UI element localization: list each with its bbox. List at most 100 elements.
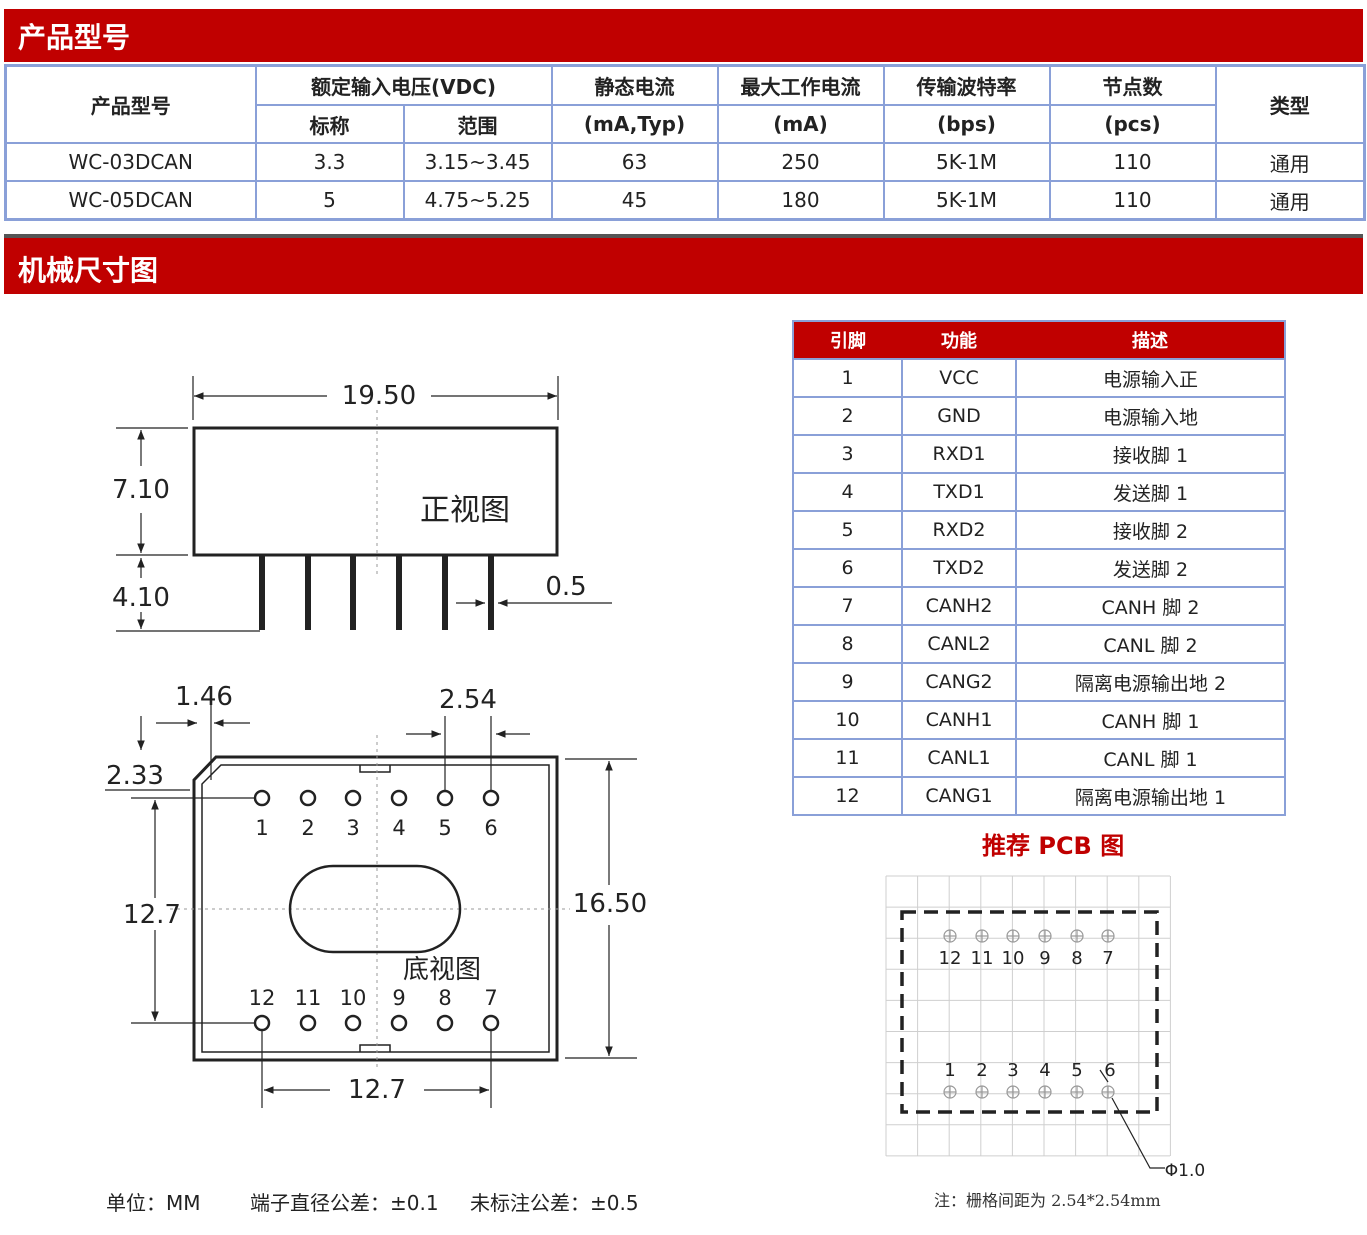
pcb-title: 推荐 PCB 图	[982, 832, 1125, 860]
cell-pin: 11	[792, 738, 903, 778]
header-nominal: 标称	[254, 104, 405, 144]
cell-nominal: 5	[254, 180, 405, 221]
pin-label: 4	[392, 816, 405, 840]
section-header-mechanical: 机械尺寸图	[4, 234, 1363, 294]
cell-func: CANH2	[901, 586, 1017, 626]
cell-desc: 发送脚 2	[1015, 548, 1286, 588]
dim-pitch: 2.54	[439, 685, 497, 715]
bottom-window	[288, 864, 462, 954]
dim-edge: 1.46	[175, 682, 233, 712]
header-input-voltage: 额定输入电压(VDC)	[254, 64, 553, 106]
cell-baud: 5K-1M	[882, 180, 1051, 221]
pcb-pin-label: 8	[1071, 948, 1082, 969]
cell-model: WC-03DCAN	[4, 142, 257, 182]
pin-label: 10	[340, 986, 367, 1010]
cell-pin: 9	[792, 662, 903, 702]
cell-pin: 5	[792, 510, 903, 550]
pcb-pin-label: 4	[1039, 1060, 1050, 1081]
cell-static: 45	[550, 180, 719, 221]
pcb-pin-label: 11	[971, 948, 994, 969]
dim-span: 12.7	[348, 1075, 406, 1105]
pin-label: 8	[438, 986, 451, 1010]
dimension-drawing: 19.50 7.10 4.10 0.5 正视图 1.46 2.54 2.33 1…	[105, 376, 647, 1108]
cell-func: TXD1	[901, 472, 1017, 512]
cell-baud: 5K-1M	[882, 142, 1051, 182]
cell-desc: 电源输入正	[1015, 358, 1286, 398]
cell-func: RXD2	[901, 510, 1017, 550]
pin-label: 3	[346, 816, 359, 840]
section-header-product: 产品型号	[4, 9, 1363, 62]
pcb-pin-label: 9	[1039, 948, 1050, 969]
cell-desc: CANL 脚 2	[1015, 624, 1286, 664]
pcb-pin-label: 5	[1071, 1060, 1082, 1081]
spec-table: 产品型号 额定输入电压(VDC) 静态电流 最大工作电流 传输波特率 节点数 类…	[4, 64, 1367, 221]
header-range: 范围	[402, 104, 553, 144]
cell-func: CANG1	[901, 776, 1017, 816]
cell-func: TXD2	[901, 548, 1017, 588]
pcb-drawing: 12 11 10 9 8 7 1 2 3 4 5 6 Φ1.0	[885, 875, 1205, 1181]
cell-nominal: 3.3	[254, 142, 405, 182]
cell-model: WC-05DCAN	[4, 180, 257, 221]
unit-note: 单位：MM	[106, 1191, 201, 1215]
dim-height: 7.10	[112, 475, 170, 505]
pcb-pin-label: 7	[1102, 948, 1113, 969]
header-baud-unit: (bps)	[882, 104, 1051, 144]
cell-max: 250	[716, 142, 885, 182]
pin-tolerance-note: 端子直径公差：±0.1	[250, 1191, 439, 1215]
cell-pin: 6	[792, 548, 903, 588]
cell-desc: CANH 脚 2	[1015, 586, 1286, 626]
header-description: 描述	[1016, 321, 1285, 359]
pin-label: 2	[301, 816, 314, 840]
dim-width: 19.50	[342, 381, 416, 411]
header-max-unit: (mA)	[716, 104, 885, 144]
cell-nodes: 110	[1048, 142, 1217, 182]
header-nodes: 节点数	[1048, 64, 1217, 106]
front-view-label: 正视图	[420, 493, 510, 528]
bottom-body-inner	[201, 764, 550, 1053]
pcb-pin-label: 10	[1002, 948, 1025, 969]
cell-desc: 发送脚 1	[1015, 472, 1286, 512]
pin-label: 9	[392, 986, 405, 1010]
pin-label: 6	[484, 816, 497, 840]
dim-pin-width: 0.5	[545, 572, 586, 602]
cell-range: 4.75~5.25	[402, 180, 553, 221]
header-type: 类型	[1214, 64, 1366, 144]
cell-desc: 接收脚 2	[1015, 510, 1286, 550]
cell-func: CANL2	[901, 624, 1017, 664]
header-pin: 引脚	[793, 321, 902, 359]
dim-top-offset: 2.33	[106, 761, 164, 791]
general-tolerance-note: 未标注公差：±0.5	[470, 1191, 639, 1215]
bottom-pin-holes	[253, 789, 500, 1032]
cell-static: 63	[550, 142, 719, 182]
header-max-current: 最大工作电流	[716, 64, 885, 106]
pcb-pin-label: 3	[1007, 1060, 1018, 1081]
cell-pin: 3	[792, 434, 903, 474]
pcb-hole-diameter: Φ1.0	[1165, 1161, 1205, 1181]
cell-pin: 2	[792, 396, 903, 436]
cell-type: 通用	[1214, 180, 1366, 221]
cell-func: CANL1	[901, 738, 1017, 778]
cell-desc: 电源输入地	[1015, 396, 1286, 436]
cell-pin: 7	[792, 586, 903, 626]
header-baud: 传输波特率	[882, 64, 1051, 106]
cell-desc: 接收脚 1	[1015, 434, 1286, 474]
cell-desc: 隔离电源输出地 2	[1015, 662, 1286, 702]
cell-func: GND	[901, 396, 1017, 436]
cell-pin: 12	[792, 776, 903, 816]
dim-pin-length: 4.10	[112, 583, 170, 613]
header-static-current: 静态电流	[550, 64, 719, 106]
cell-pin: 4	[792, 472, 903, 512]
pin-label: 5	[438, 816, 451, 840]
cell-nodes: 110	[1048, 180, 1217, 221]
